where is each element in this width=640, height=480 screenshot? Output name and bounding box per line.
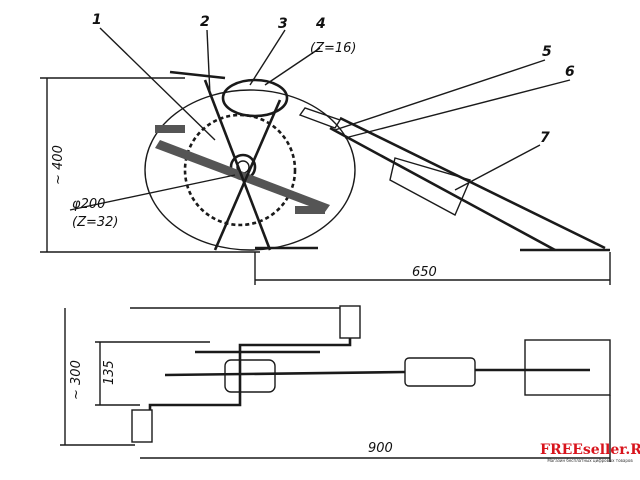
- leader-line: [69, 174, 236, 211]
- callout-4: 4: [315, 16, 326, 32]
- callout-6: 6: [565, 64, 575, 80]
- callout-2: 2: [200, 14, 210, 30]
- pedal-left: [155, 125, 185, 133]
- cylinder-top: [404, 357, 476, 387]
- length-dimension-top: 900: [368, 441, 393, 456]
- pedal-right: [295, 206, 325, 214]
- rod-top: [164, 370, 406, 377]
- inner-width-dimension: 135: [102, 360, 117, 385]
- handle: [169, 70, 226, 80]
- side-view: 1 2 3 4 (Z=16) 5 6 7 φ200 (Z=32) ~ 400 6…: [40, 12, 611, 285]
- pedal-circle: [144, 89, 356, 251]
- leader-line: [206, 29, 211, 96]
- coupling: [298, 107, 342, 129]
- callout-7: 7: [540, 130, 550, 146]
- watermark-brand: FREEseller.RV: [540, 442, 640, 458]
- frame-strut: [203, 79, 272, 251]
- pedal-top: [339, 305, 361, 339]
- leader-line: [264, 47, 321, 86]
- push-rod: [339, 116, 606, 250]
- base-plate: [524, 339, 611, 396]
- length-dimension: 650: [412, 265, 437, 280]
- small-sprocket: [221, 78, 289, 118]
- leader-line: [454, 144, 541, 191]
- callout-1: 1: [92, 12, 102, 28]
- leader-line: [334, 59, 546, 131]
- watermark-logo: FREEseller.RV Магазин бесплатных цифровы…: [540, 442, 640, 463]
- watermark-tagline: Магазин бесплатных цифровых товаров: [547, 458, 633, 463]
- big-sprocket-diameter: φ200: [72, 197, 105, 212]
- leader-line: [344, 79, 571, 139]
- width-dimension: ~ 300: [69, 360, 84, 400]
- housing: [224, 359, 276, 393]
- leader-line: [249, 29, 286, 86]
- small-sprocket-label: (Z=16): [310, 41, 356, 56]
- push-rod: [329, 126, 556, 252]
- height-dimension: ~ 400: [51, 145, 66, 185]
- callout-3: 3: [278, 16, 288, 32]
- leader-line: [99, 27, 216, 141]
- frame-strut: [213, 99, 282, 251]
- big-sprocket-teeth: (Z=32): [72, 215, 118, 230]
- callout-5: 5: [542, 44, 552, 60]
- cylinder: [389, 157, 471, 216]
- top-view: ~ 300 135 900: [60, 305, 611, 462]
- pedal-bottom: [131, 409, 153, 443]
- large-sprocket: [183, 113, 297, 227]
